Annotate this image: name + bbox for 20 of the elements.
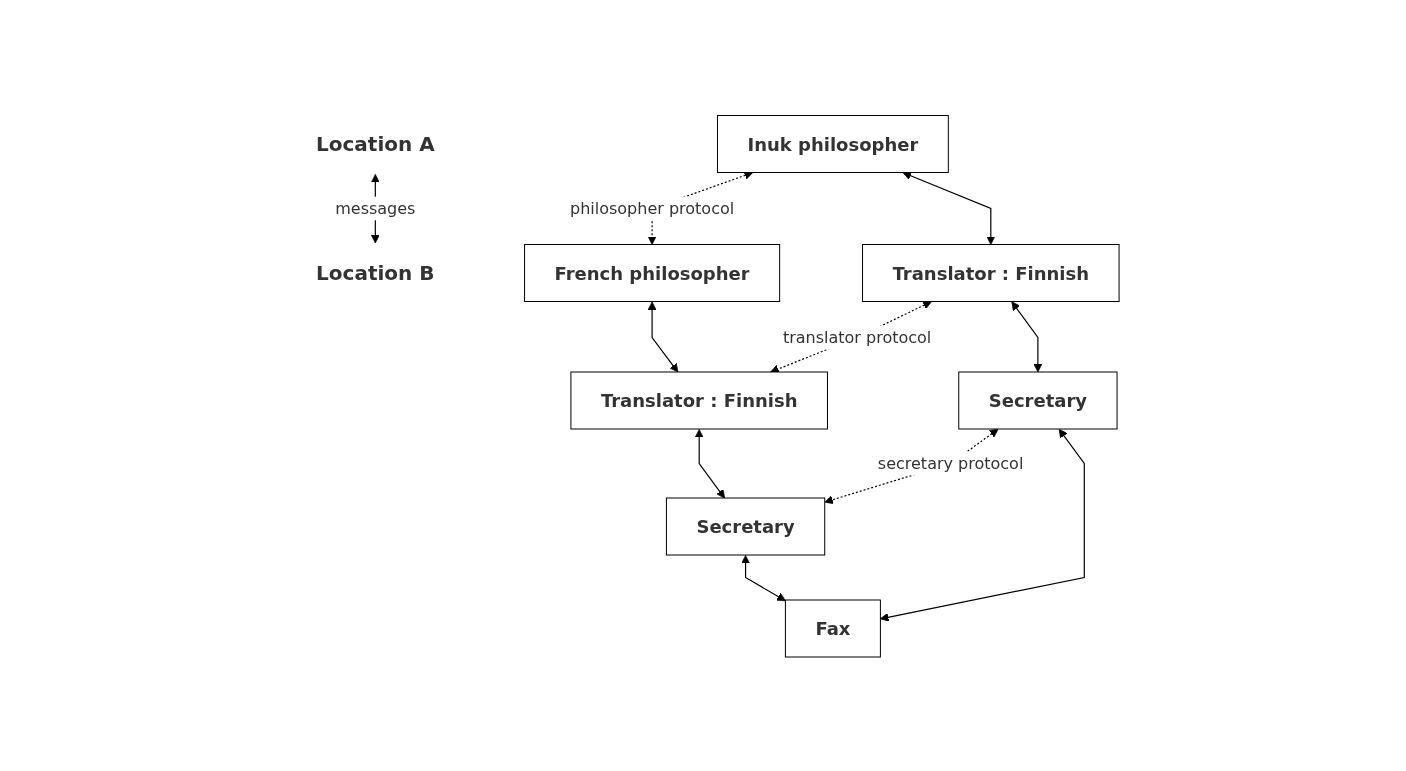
node-box: Translator : Finnish: [570, 371, 829, 430]
arrow: [880, 428, 1086, 622]
node-text: Location B: [316, 261, 436, 285]
node-text: Location A: [316, 132, 436, 156]
arrow: [770, 301, 933, 374]
arrow: [903, 171, 996, 245]
node-box: French philosopher: [524, 244, 781, 302]
edge-label: messages: [335, 198, 416, 218]
edge-label: translator protocol: [783, 327, 932, 347]
edge-label: secretary protocol: [878, 453, 1024, 473]
arrow: [695, 429, 726, 499]
node-box: Secretary: [666, 497, 826, 556]
node-box: Translator : Finnish: [862, 244, 1121, 302]
edge-label: philosopher protocol: [570, 198, 735, 218]
node-box: Secretary: [958, 371, 1118, 430]
node-box: Inuk philosopher: [717, 115, 950, 173]
arrow: [741, 555, 787, 602]
arrow: [1011, 301, 1043, 373]
arrow: [648, 301, 679, 373]
node-box: Fax: [785, 599, 882, 658]
